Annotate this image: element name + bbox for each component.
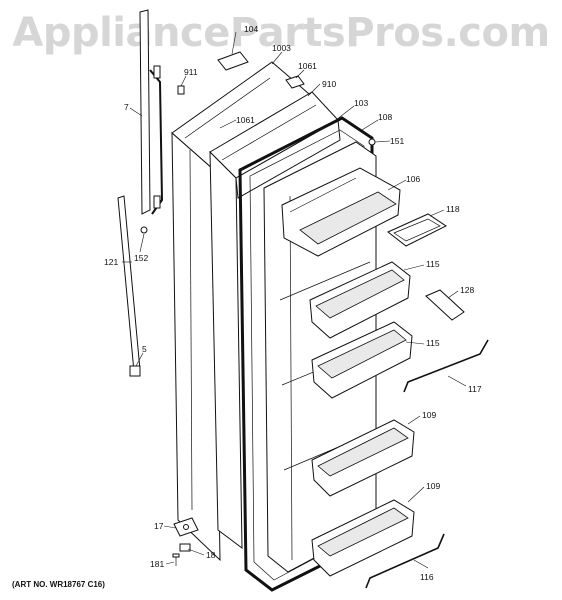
hinge-screw	[172, 553, 180, 566]
callout-181: 181	[150, 559, 164, 569]
callout-911: 911	[184, 67, 198, 77]
art-number: (ART NO. WR18767 C16)	[12, 580, 105, 589]
watermark-text: AppliancePartsPros.com	[12, 10, 550, 56]
callout-121: 121	[104, 257, 118, 267]
callout-109-upper: 109	[422, 410, 436, 420]
callout-115-upper: 115	[426, 259, 440, 269]
dispenser-housing	[281, 167, 401, 257]
callout-128: 128	[460, 285, 474, 295]
drip-tray	[387, 213, 447, 247]
door-liner-frame	[209, 91, 341, 550]
callout-109-lower: 109	[426, 481, 440, 491]
hinge-bushing	[177, 85, 185, 95]
callout-116: 116	[420, 572, 434, 582]
retainer-clip	[425, 289, 465, 321]
door-bin-lower-1	[311, 419, 415, 497]
callout-1061-top: 1061	[298, 61, 317, 71]
door-bin-lower-2	[311, 499, 415, 577]
callout-18: 18	[206, 550, 216, 560]
callout-118: 118	[446, 204, 460, 214]
callout-5: 5	[142, 344, 147, 354]
callout-117: 117	[468, 384, 482, 394]
shelf-bar-lower	[365, 533, 445, 589]
screw	[368, 138, 376, 146]
leader-lines	[122, 31, 467, 569]
door-bin-upper	[309, 261, 411, 339]
callout-152: 152	[134, 253, 148, 263]
bottom-hinge	[173, 517, 199, 537]
callout-17: 17	[154, 521, 164, 531]
callout-115-lower: 115	[426, 338, 440, 348]
callout-7: 7	[124, 102, 129, 112]
handle-screw	[140, 226, 148, 234]
callout-1003: 1003	[272, 43, 291, 53]
trim-strip	[117, 195, 141, 373]
callout-106: 106	[406, 174, 420, 184]
hinge-pin-bushing	[179, 543, 191, 552]
callout-108: 108	[378, 112, 392, 122]
callout-910: 910	[322, 79, 336, 89]
door-bin-middle	[311, 321, 413, 399]
bracket	[129, 365, 141, 377]
top-cap	[217, 51, 249, 71]
callout-103: 103	[354, 98, 368, 108]
hinge-shim	[285, 75, 305, 89]
callout-104: 104	[244, 24, 258, 34]
callout-labels: 104 1003 911 1061 910 7 1061 103 108 151…	[104, 24, 482, 582]
shelf-bar-upper	[403, 339, 489, 393]
callout-151: 151	[390, 136, 404, 146]
door-handle	[139, 9, 164, 215]
callout-1061-mid: 1061	[236, 115, 255, 125]
